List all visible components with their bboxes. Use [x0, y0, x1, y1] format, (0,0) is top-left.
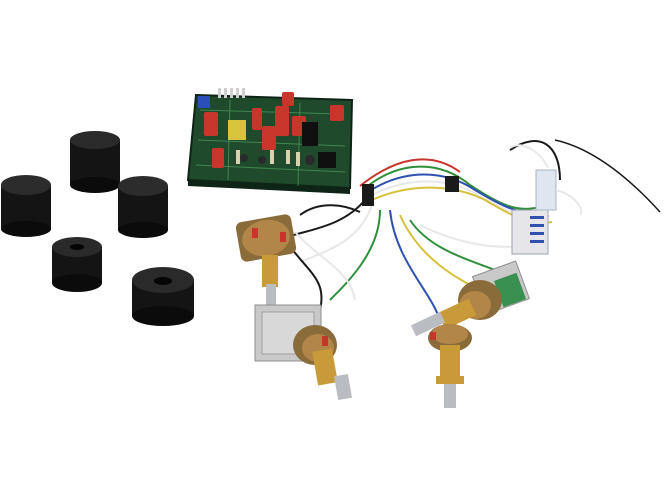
knob-set — [1, 131, 194, 326]
potentiometer-2 — [254, 304, 352, 401]
potentiometer-1 — [235, 214, 297, 314]
ferrite-bead — [445, 176, 459, 192]
capacitor-yellow — [228, 120, 246, 140]
switch-green — [493, 272, 527, 308]
potentiometer-3 — [410, 260, 531, 337]
wire-connector — [511, 209, 549, 255]
knob-short-1 — [52, 237, 102, 292]
cable-tie — [362, 184, 374, 206]
header-pins — [218, 88, 245, 98]
knob-tall-3 — [118, 176, 168, 238]
knob-short-2 — [132, 267, 194, 326]
jack-clip — [509, 144, 583, 216]
ic-chips — [302, 122, 336, 168]
knob-tall-1 — [70, 131, 120, 193]
trim-pot — [198, 96, 210, 108]
preamp-circuit-board — [186, 88, 354, 194]
knob-tall-2 — [1, 175, 51, 237]
potentiometer-4 — [428, 324, 472, 408]
